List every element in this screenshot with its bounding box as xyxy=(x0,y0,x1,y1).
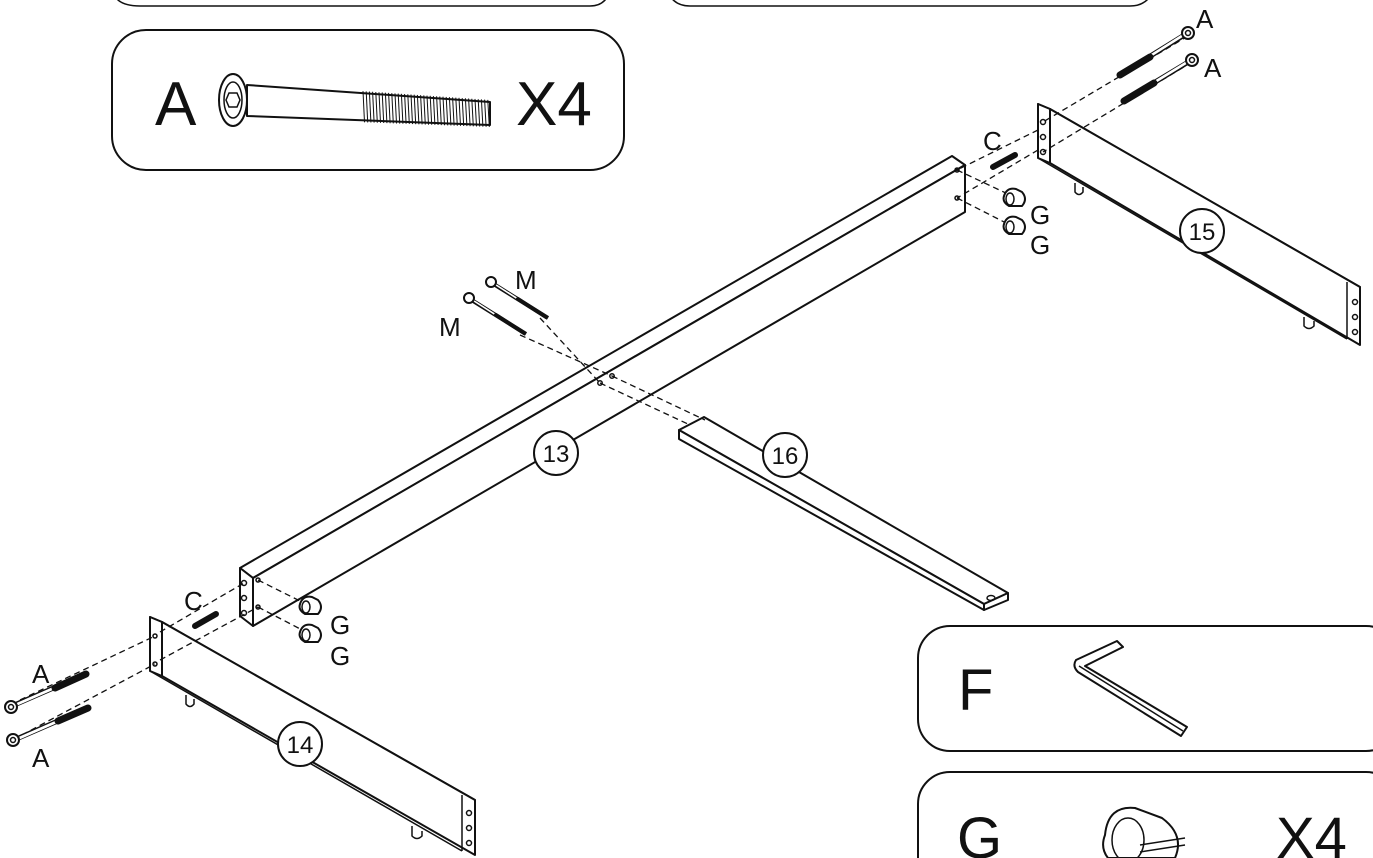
part-13-number: 13 xyxy=(543,441,570,468)
label-g-right-2: G xyxy=(1030,230,1050,260)
label-c-left: C xyxy=(184,586,203,616)
label-m-lower: M xyxy=(439,312,461,342)
callout-part-15: 15 xyxy=(1179,208,1225,254)
box-a-frame xyxy=(111,29,625,171)
box-g-frame xyxy=(917,771,1373,858)
cam-nut-g-right-1 xyxy=(1002,187,1026,207)
hex-key-icon xyxy=(1073,640,1188,737)
part-15-number: 15 xyxy=(1189,219,1216,246)
bolt-a-thread xyxy=(362,91,490,127)
label-c-right: C xyxy=(983,126,1002,156)
cam-nut-icon xyxy=(1102,806,1186,858)
bolt-a-lower-left xyxy=(4,670,90,714)
callout-part-14: 14 xyxy=(277,721,323,767)
box-g-qty: X4 xyxy=(1276,806,1347,858)
label-a-upper-right-2: A xyxy=(1204,53,1222,83)
dowel-c-right xyxy=(990,152,1018,170)
bolt-a-icon xyxy=(218,73,491,127)
part-16-number: 16 xyxy=(772,443,799,470)
cam-nut-g-left-1 xyxy=(298,595,322,615)
label-g-left-1: G xyxy=(330,610,350,640)
label-a-lower-left-2: A xyxy=(32,743,50,773)
callout-part-13: 13 xyxy=(533,430,579,476)
label-m-upper: M xyxy=(515,265,537,295)
callout-part-16: 16 xyxy=(762,432,808,478)
assembly-guide-lines xyxy=(19,35,1193,736)
screw-m-upper xyxy=(485,276,550,320)
rail-part-13 xyxy=(239,155,966,627)
bolt-a-upper-right xyxy=(1116,26,1195,79)
dowel-c-left xyxy=(192,611,219,629)
box-g-letter: G xyxy=(957,806,1002,858)
bolt-a-lower-left-2 xyxy=(6,704,92,747)
box-a-letter: A xyxy=(155,70,197,139)
part-14-number: 14 xyxy=(287,732,314,759)
label-g-right-1: G xyxy=(1030,200,1050,230)
hardware-box-g: G X4 xyxy=(917,771,1373,858)
tool-box-f: F xyxy=(917,625,1373,752)
top-left-box-edge xyxy=(117,0,607,7)
support-part-16 xyxy=(678,416,1009,611)
label-a-upper-right-1: A xyxy=(1196,4,1214,34)
hardware-box-a: A X4 xyxy=(111,29,625,171)
screw-m-lower xyxy=(463,292,528,336)
cam-nut-g-right-2 xyxy=(1002,215,1026,235)
box-a-qty: X4 xyxy=(516,70,592,139)
box-f-letter: F xyxy=(958,658,993,723)
label-a-lower-left-1: A xyxy=(32,659,50,689)
label-g-left-2: G xyxy=(330,641,350,671)
box-f-frame xyxy=(917,625,1373,752)
cam-nut-g-left-2 xyxy=(298,623,322,643)
top-right-box-edge xyxy=(672,0,1148,7)
bolt-a-upper-right-2 xyxy=(1120,53,1199,105)
